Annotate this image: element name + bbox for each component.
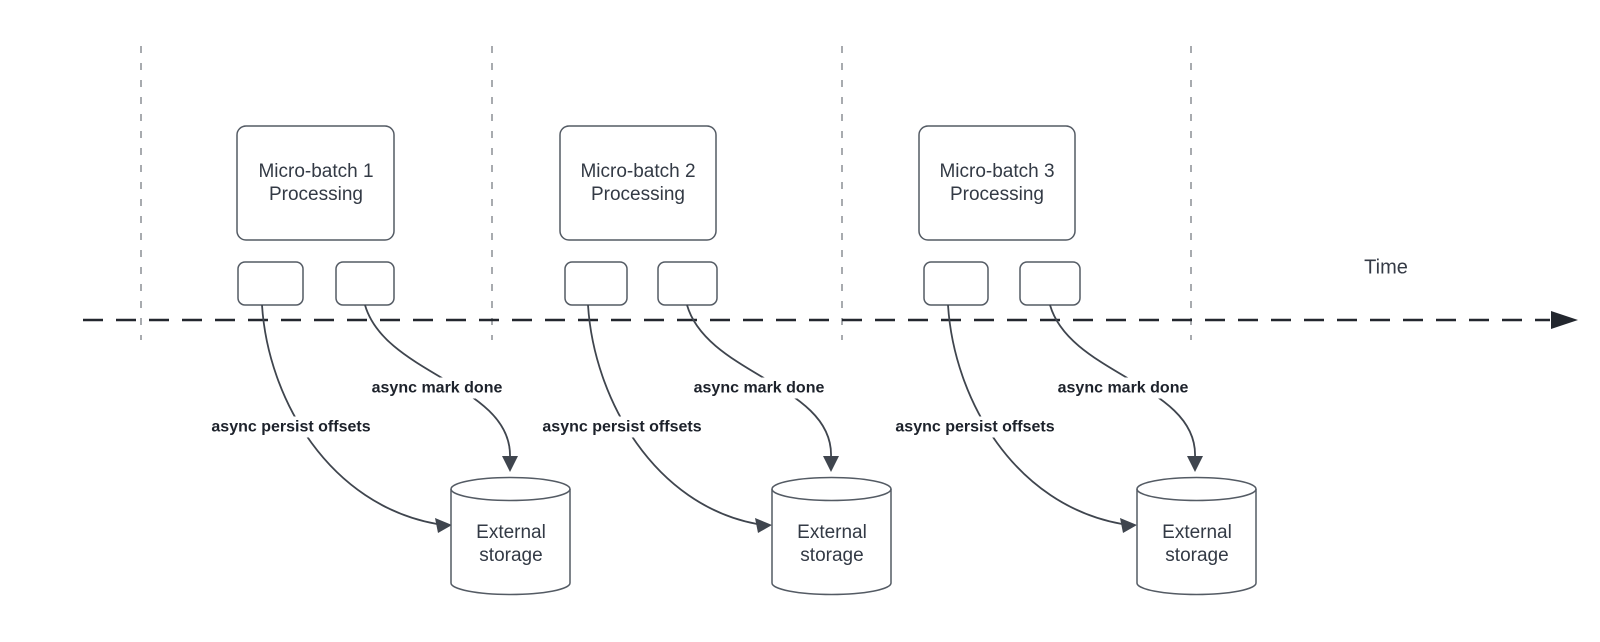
external-storage-cylinder-1 <box>450 476 571 596</box>
async-task-box-mark-1 <box>335 261 395 306</box>
time-label: Time <box>1364 256 1408 279</box>
micro-batch-1-label: Micro-batch 1 Processing <box>258 161 374 205</box>
persist-offsets-arrowhead-icon-1 <box>435 518 452 533</box>
micro-batch-1-box <box>236 125 395 241</box>
mark-done-label-2: async mark done <box>690 377 828 399</box>
persist-offsets-arrow-3 <box>947 304 1123 525</box>
persist-offsets-label-2: async persist offsets <box>539 416 705 438</box>
mark-done-label-1: async mark done <box>368 377 506 399</box>
external-storage-label-1: External storage <box>476 522 546 566</box>
mark-done-arrowhead-icon-1 <box>502 456 518 472</box>
persist-offsets-arrow-1 <box>261 304 438 525</box>
timeline-arrowhead-icon <box>1551 311 1578 329</box>
external-storage-label-2: External storage <box>797 522 867 566</box>
external-storage-cylinder-lip-3 <box>1136 488 1257 502</box>
micro-batch-2-box <box>559 125 717 241</box>
async-task-box-persist-3 <box>923 261 989 306</box>
external-storage-cylinder-lip-1 <box>450 488 571 502</box>
micro-batch-2-label: Micro-batch 2 Processing <box>580 161 696 205</box>
micro-batch-3-box <box>918 125 1076 241</box>
external-storage-cylinder-3 <box>1136 476 1257 596</box>
mark-done-arrowhead-icon-2 <box>823 456 839 472</box>
persist-offsets-arrowhead-icon-2 <box>755 518 772 533</box>
async-task-box-persist-1 <box>237 261 304 306</box>
persist-offsets-arrow-2 <box>587 304 758 525</box>
persist-offsets-label-1: async persist offsets <box>208 416 374 438</box>
async-task-box-mark-3 <box>1019 261 1081 306</box>
external-storage-cylinder-2 <box>771 476 892 596</box>
mark-done-label-3: async mark done <box>1054 377 1192 399</box>
mark-done-arrowhead-icon-3 <box>1187 456 1203 472</box>
persist-offsets-label-3: async persist offsets <box>892 416 1058 438</box>
async-task-box-persist-2 <box>564 261 628 306</box>
external-storage-cylinder-lip-2 <box>771 488 892 502</box>
micro-batch-3-label: Micro-batch 3 Processing <box>939 161 1055 205</box>
external-storage-label-3: External storage <box>1162 522 1232 566</box>
async-task-box-mark-2 <box>657 261 718 306</box>
persist-offsets-arrowhead-icon-3 <box>1120 518 1137 533</box>
